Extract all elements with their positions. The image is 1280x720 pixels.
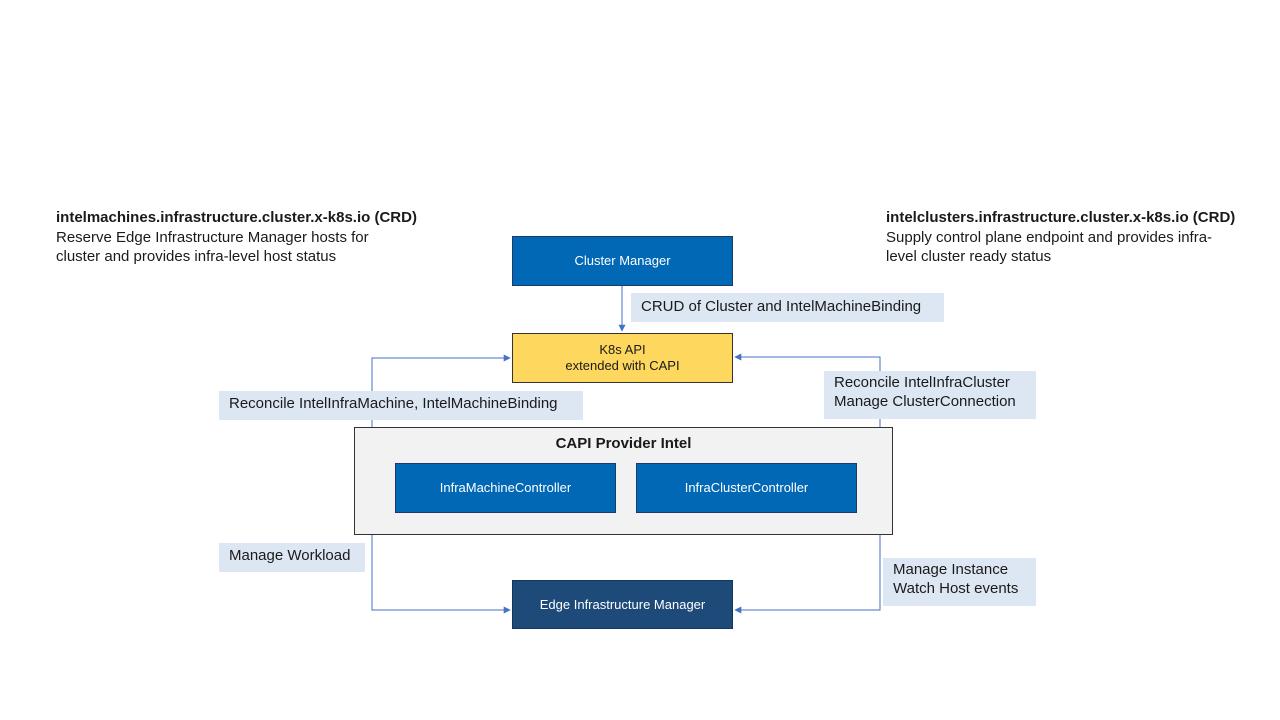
- infra-machine-controller-node: InfraMachineController: [395, 463, 616, 513]
- reconcile-machine-edge-label-text: Reconcile IntelInfraMachine, IntelMachin…: [229, 395, 558, 412]
- k8s-api-node: K8s API extended with CAPI: [512, 333, 733, 383]
- manage-workload-edge-label-text: Manage Workload: [229, 547, 351, 564]
- reconcile-cluster-edge-label-line-2: Manage ClusterConnection: [834, 393, 1016, 410]
- crud-edge-label-text: CRUD of Cluster and IntelMachineBinding: [641, 298, 922, 315]
- intelclusters-crd-note: intelclusters.infrastructure.cluster.x-k…: [886, 208, 1266, 267]
- cluster-manager-node: Cluster Manager: [512, 236, 733, 286]
- infra-machine-controller-label: InfraMachineController: [439, 480, 572, 495]
- intelclusters-crd-title: intelclusters.infrastructure.cluster.x-k…: [886, 209, 1236, 226]
- crud-edge-label: CRUD of Cluster and IntelMachineBinding: [631, 293, 944, 322]
- k8s-api-sublabel: extended with CAPI: [565, 358, 680, 373]
- k8s-api-label: K8s API: [599, 342, 646, 357]
- capi-provider-title: CAPI Provider Intel: [555, 435, 692, 452]
- intelmachines-crd-desc-line-1: Reserve Edge Infrastructure Manager host…: [56, 228, 369, 246]
- infra-cluster-controller-node: InfraClusterController: [636, 463, 857, 513]
- manage-instance-edge-label: Manage Instance Watch Host events: [883, 558, 1036, 606]
- intelmachines-crd-title: intelmachines.infrastructure.cluster.x-k…: [56, 209, 417, 226]
- manage-workload-edge-label: Manage Workload: [219, 543, 365, 572]
- reconcile-machine-edge-label: Reconcile IntelInfraMachine, IntelMachin…: [219, 391, 583, 420]
- intelclusters-crd-desc-line-1: Supply control plane endpoint and provid…: [886, 228, 1213, 246]
- intelclusters-crd-desc-line-2: level cluster ready status: [886, 248, 1052, 265]
- manage-instance-edge-label-line-2: Watch Host events: [893, 580, 1019, 597]
- infra-cluster-controller-label: InfraClusterController: [684, 480, 809, 495]
- edge-infrastructure-manager-label: Edge Infrastructure Manager: [539, 596, 706, 612]
- reconcile-cluster-edge-label: Reconcile IntelInfraCluster Manage Clust…: [824, 371, 1036, 419]
- edge-infrastructure-manager-node: Edge Infrastructure Manager: [512, 580, 733, 629]
- manage-instance-edge-label-line-1: Manage Instance: [893, 561, 1009, 578]
- cluster-manager-label: Cluster Manager: [574, 253, 671, 268]
- reconcile-cluster-edge-label-line-1: Reconcile IntelInfraCluster: [834, 374, 1010, 391]
- intelmachines-crd-note: intelmachines.infrastructure.cluster.x-k…: [56, 208, 436, 267]
- intelmachines-crd-desc-line-2: cluster and provides infra-level host st…: [56, 248, 337, 265]
